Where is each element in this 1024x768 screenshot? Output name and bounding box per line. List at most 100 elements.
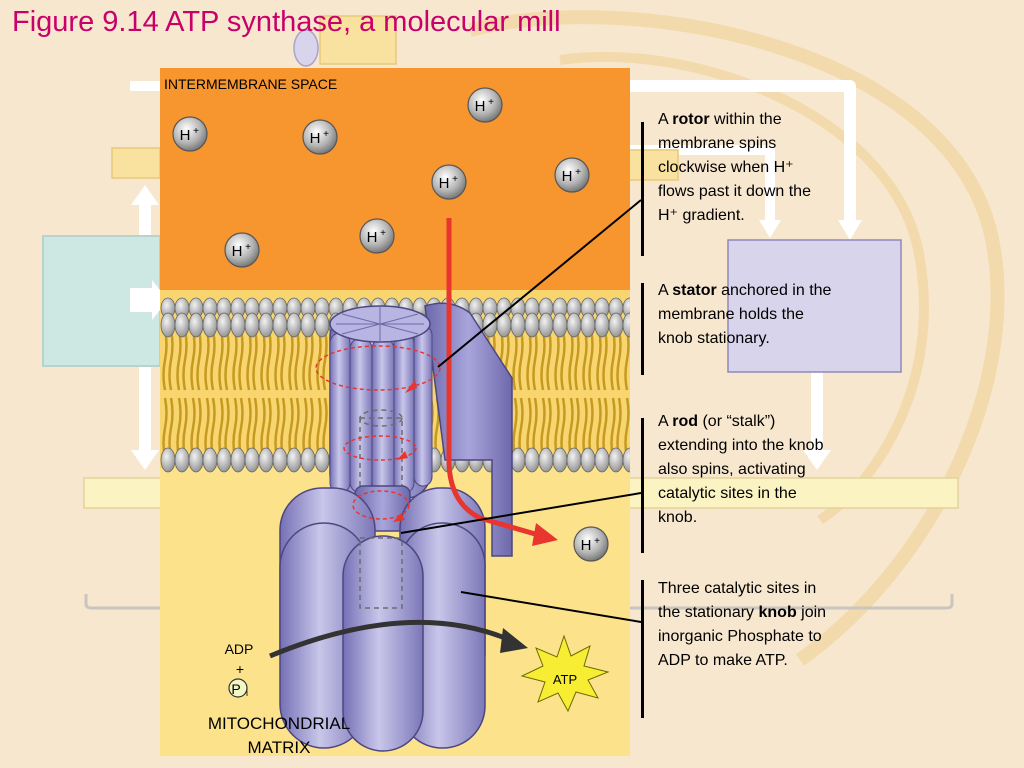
lipid-head [482, 312, 498, 338]
lipid-head [258, 447, 274, 473]
lipid-tail [568, 397, 574, 459]
proton-label: H [475, 98, 486, 115]
lipid-tail [316, 397, 322, 459]
lipid-head [230, 312, 246, 338]
lipid-tail [526, 397, 532, 459]
callout-keyword: rotor [672, 111, 710, 128]
callout-text: A [658, 111, 673, 128]
flow-arrowhead-right-2 [759, 220, 781, 238]
lipid-head [538, 447, 554, 473]
lipid-tail [218, 329, 224, 391]
proton-charge: + [380, 228, 386, 239]
matrix-label-line1: MITOCHONDRIAL [208, 714, 350, 733]
lipid-tail [232, 397, 238, 459]
flow-arrowhead-left-down [131, 450, 159, 470]
lipid-tail [280, 329, 286, 391]
lipid-tail [176, 397, 182, 459]
lipid-tail [232, 329, 238, 391]
proton-charge: + [245, 242, 251, 253]
callout-keyword: knob [758, 604, 797, 621]
lipid-head [286, 312, 302, 338]
lipid-head [188, 312, 204, 338]
proton-label: H [180, 127, 191, 144]
lipid-tail [210, 329, 216, 391]
lipid-tail [176, 329, 182, 391]
lipid-head [174, 312, 190, 338]
lipid-tail [168, 329, 174, 391]
lipid-tail [246, 329, 252, 391]
mitochondrion-outline-inner [559, 52, 929, 525]
lipid-tail [252, 329, 258, 391]
lipid-tail [512, 397, 518, 459]
callout-knob: Three catalytic sites in the stationary … [658, 577, 833, 673]
bg-box-small-left [111, 147, 161, 179]
lipid-tail [610, 397, 616, 459]
lipid-head [594, 447, 610, 473]
lipid-tail [540, 397, 546, 459]
bg-box-right-small [627, 149, 679, 181]
lipid-head [314, 447, 330, 473]
lipid-tail [260, 329, 266, 391]
lipid-head [202, 312, 218, 338]
proton-8: H+ [573, 526, 609, 562]
proton-label: H [581, 537, 592, 554]
atp-star [520, 634, 610, 713]
proton-charge: + [193, 126, 199, 137]
callout-bracket-knob [641, 580, 644, 718]
callout-stator: A stator anchored in the membrane holds … [658, 279, 833, 351]
lipid-tail [308, 329, 314, 391]
proton-label: H [310, 130, 321, 147]
proton-7: H+ [224, 232, 260, 268]
lipid-head [622, 447, 630, 473]
bg-box-right [727, 239, 902, 373]
lipid-tail [294, 329, 300, 391]
proton-5: H+ [554, 157, 590, 193]
lipid-tail [260, 397, 266, 459]
slide-title: Figure 9.14 ATP synthase, a molecular mi… [12, 6, 561, 38]
lipid-tail [274, 329, 280, 391]
proton-label: H [367, 229, 378, 246]
flow-arrowhead-left-up [131, 185, 159, 205]
callout-keyword: rod [672, 413, 699, 430]
synthesis-arrowhead [500, 628, 528, 653]
lipid-tail [288, 329, 294, 391]
lipid-head [202, 447, 218, 473]
lipid-head [566, 447, 582, 473]
lipid-head [286, 447, 302, 473]
lipid-head [580, 447, 596, 473]
lipid-tail [196, 329, 202, 391]
proton-4: H+ [431, 164, 467, 200]
callout-text: anchored in the membrane holds the knob … [658, 282, 832, 347]
lipid-head [608, 447, 624, 473]
plus-label: + [236, 661, 244, 677]
lipid-tail [302, 329, 308, 391]
lipid-tail [204, 397, 210, 459]
proton-6: H+ [359, 218, 395, 254]
lipid-head [510, 312, 526, 338]
lipid-tail [182, 329, 188, 391]
lipid-head [552, 312, 568, 338]
lipid-tail [162, 397, 168, 459]
callout-bracket-rod [641, 418, 644, 553]
proton-charge: + [488, 97, 494, 108]
lipid-tail [322, 329, 328, 391]
lipid-tail [266, 329, 272, 391]
lipid-head [188, 447, 204, 473]
callout-text: A [658, 413, 673, 430]
lipid-tail [246, 397, 252, 459]
matrix-label-line2: MATRIX [248, 738, 311, 756]
proton-2: H+ [172, 116, 208, 152]
lipid-head [510, 447, 526, 473]
lipid-head [230, 447, 246, 473]
lipid-head [594, 312, 610, 338]
lipid-head [496, 312, 512, 338]
synthesis-arrow [269, 619, 511, 659]
proton-charge: + [323, 129, 329, 140]
lipid-head [524, 312, 540, 338]
lipid-head [174, 447, 190, 473]
bg-oval-top [293, 29, 319, 67]
rotor [329, 305, 433, 499]
proton-charge: + [594, 536, 600, 547]
catalytic-knob [279, 485, 486, 752]
callout-bracket-stator [641, 283, 644, 375]
